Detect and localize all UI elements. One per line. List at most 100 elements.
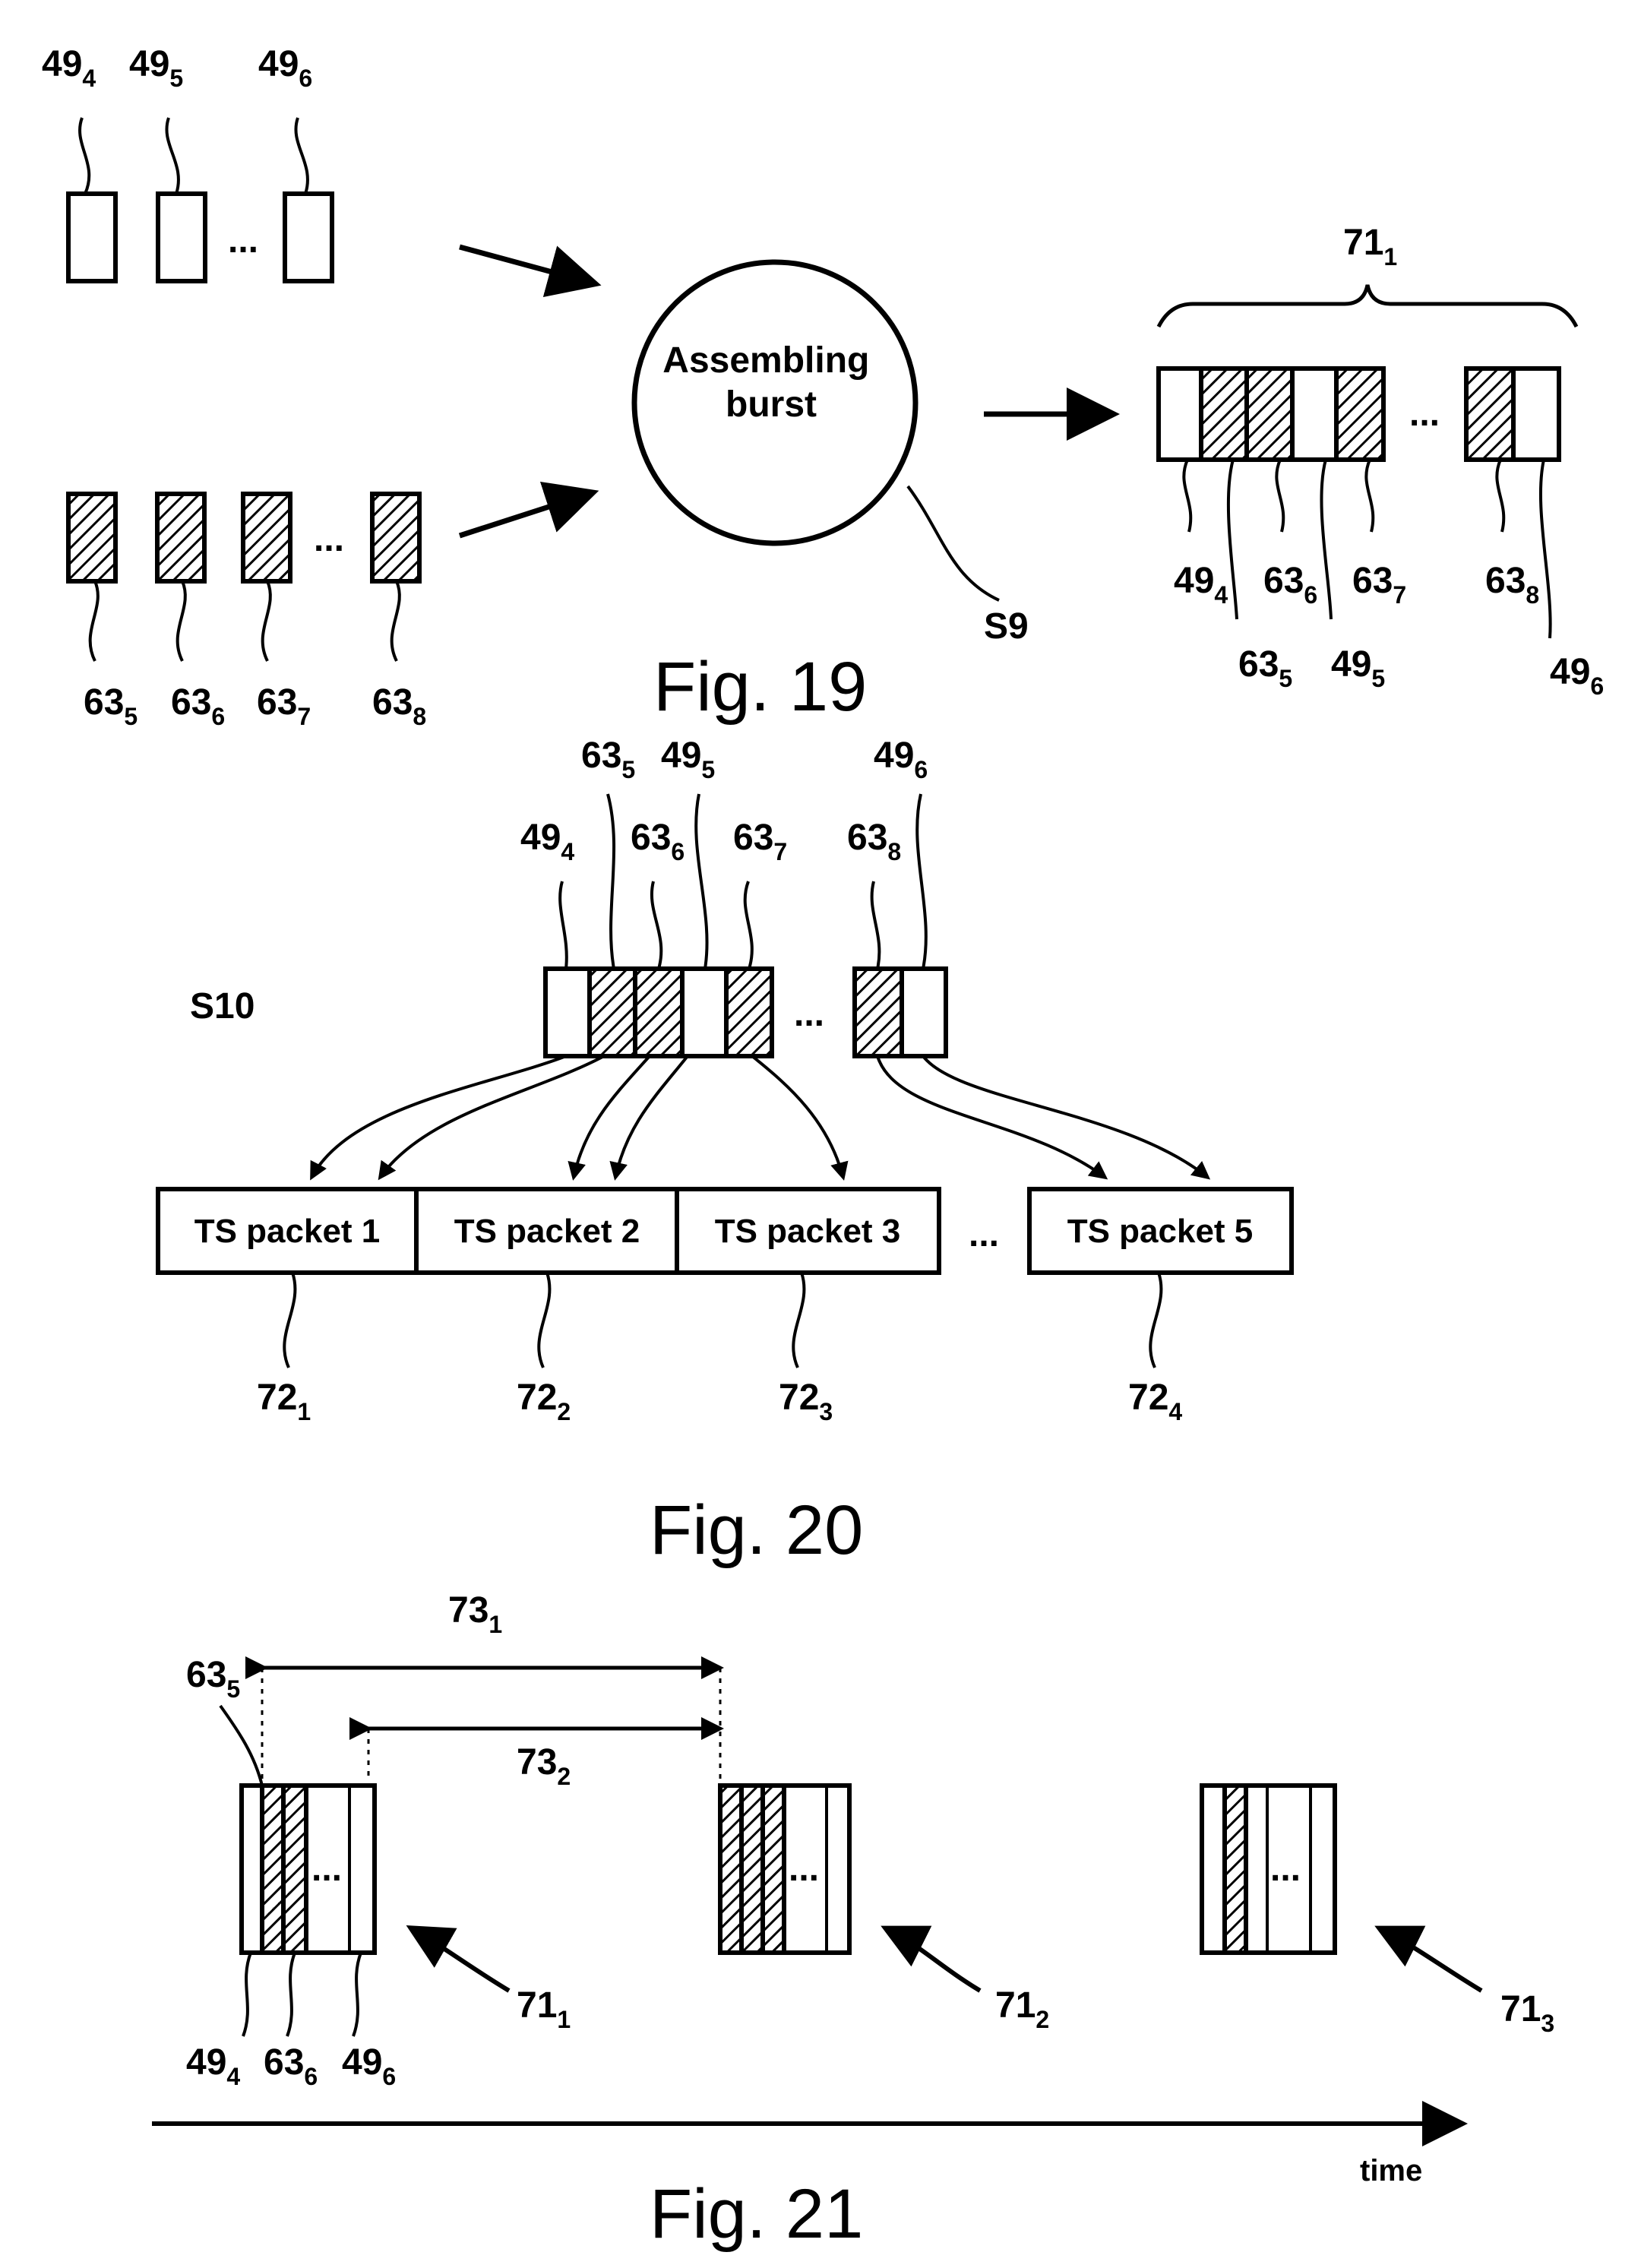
figure-19: ... 494 495 496 ... 635 636 637 638 — [42, 44, 1604, 730]
slot-63-7 — [724, 966, 774, 1058]
leader-line — [1495, 459, 1506, 533]
assembling-burst-circle — [631, 259, 919, 546]
ref-63-6: 636 — [264, 2042, 318, 2090]
leader-line — [88, 580, 100, 662]
slot-63-6 — [633, 966, 685, 1058]
burst-slot-63-6 — [1244, 366, 1295, 462]
slot-hatched — [1222, 1783, 1248, 1955]
ref-63-7: 637 — [733, 818, 787, 865]
ellipsis: ... — [794, 994, 824, 1034]
leader-line — [1364, 459, 1375, 533]
pointer-arrow-71-2 — [881, 1925, 982, 1993]
ellipsis: ... — [1270, 1849, 1301, 1889]
ref-72-1: 721 — [257, 1378, 311, 1425]
slot-63-8 — [852, 966, 904, 1058]
leader-line — [294, 117, 309, 195]
figure-19-caption: Fig. 19 — [653, 648, 867, 726]
leader-line — [78, 117, 91, 195]
slot-49-4 — [543, 966, 592, 1058]
ref-s9: S9 — [984, 606, 1029, 647]
ellipsis: ... — [228, 220, 258, 261]
leader-line — [537, 1272, 552, 1368]
packet-63-5-box — [66, 492, 118, 584]
pointer-arrow-71-1 — [406, 1925, 511, 1993]
ref-49-4: 494 — [1174, 561, 1228, 609]
slot-hatched — [739, 1783, 765, 1955]
leader-line — [906, 485, 1000, 602]
pointer-arrow-71-3 — [1374, 1925, 1483, 1993]
burst-slot-63-8 — [1464, 366, 1516, 462]
ref-63-6: 636 — [631, 818, 685, 865]
packet-49-6-box — [283, 191, 334, 283]
slot-49-6 — [900, 966, 948, 1058]
leader-line — [283, 1272, 297, 1368]
burst-71-2: ... — [718, 1783, 852, 1955]
time-axis-label: time — [1360, 2154, 1422, 2187]
leader-line — [242, 1952, 252, 2037]
ref-49-4: 494 — [520, 818, 574, 865]
slot-hatched — [281, 1783, 308, 1955]
figure-20-caption: Fig. 20 — [650, 1491, 863, 1569]
ref-71-2: 712 — [995, 1985, 1049, 2033]
burst-slot-49-5 — [1290, 366, 1339, 462]
leader-line — [1275, 459, 1285, 533]
ref-63-6: 636 — [1263, 561, 1317, 609]
slot-hatched — [260, 1783, 286, 1955]
ref-63-5: 635 — [84, 682, 138, 730]
leader-line — [352, 1952, 362, 2037]
mapping-arrow — [876, 1055, 1108, 1180]
leader-line — [650, 881, 663, 970]
ref-49-6: 496 — [874, 735, 928, 783]
burst-slot-49-4 — [1156, 366, 1203, 462]
ref-49-5: 495 — [129, 44, 183, 92]
leader-line — [870, 881, 881, 970]
ts-packet-1-label: TS packet 1 — [194, 1213, 381, 1250]
ts-packet-5-label: TS packet 5 — [1067, 1213, 1254, 1250]
arrow-to-assembler — [459, 244, 602, 298]
ellipsis: ... — [789, 1849, 819, 1889]
mapping-arrow — [378, 1055, 605, 1181]
burst-slot-49-6 — [1511, 366, 1561, 462]
leader-line — [286, 1952, 296, 2037]
burst-71-1: ... — [239, 1783, 377, 1955]
ref-72-4: 724 — [1128, 1378, 1182, 1425]
ellipsis: ... — [1409, 394, 1440, 434]
ellipsis: ... — [314, 519, 344, 559]
packet-49-4-box — [66, 191, 118, 283]
leader-line — [694, 793, 709, 970]
assembling-burst-label: Assembling burst — [662, 340, 879, 425]
figure-20: S10 635 495 496 494 636 637 638 ... — [156, 735, 1294, 1569]
packet-63-6-box — [155, 492, 207, 584]
figure-21-caption: Fig. 21 — [650, 2175, 863, 2253]
ref-72-2: 722 — [517, 1378, 571, 1425]
leader-line — [175, 580, 187, 662]
packet-63-7-box — [241, 492, 292, 584]
leader-line — [558, 881, 568, 970]
ref-71-1: 711 — [517, 1985, 571, 2033]
leader-line — [165, 117, 180, 195]
ts-packet-1 — [156, 1187, 419, 1275]
ref-63-6: 636 — [171, 682, 225, 730]
ref-72-3: 723 — [779, 1378, 833, 1425]
leader-line — [1320, 459, 1333, 620]
ref-49-4: 494 — [42, 44, 96, 92]
burst-brace — [1156, 284, 1579, 328]
ts-packet-2 — [414, 1187, 679, 1275]
leader-line — [1182, 459, 1193, 533]
burst-71-3: ... — [1200, 1783, 1337, 1955]
ref-63-7: 637 — [257, 682, 311, 730]
mapping-arrow — [751, 1055, 849, 1181]
assembled-burst-71-1: ... 494 636 637 638 635 495 496 — [1156, 366, 1604, 700]
ref-73-1: 731 — [448, 1590, 502, 1638]
arrow-to-assembler — [458, 481, 599, 539]
ref-73-2: 732 — [517, 1742, 571, 1790]
ts-packets: TS packet 1 TS packet 2 TS packet 3 TS p… — [156, 1187, 1294, 1275]
mapping-arrow — [609, 1055, 689, 1181]
ref-63-7: 637 — [1352, 561, 1406, 609]
ts-packet-5 — [1027, 1187, 1294, 1275]
figure-21: 731 732 635 ... 494 636 496 ... — [152, 1590, 1554, 2253]
ref-63-5: 635 — [186, 1655, 240, 1703]
ref-49-6: 496 — [1550, 652, 1604, 700]
ts-packet-2-label: TS packet 2 — [454, 1213, 640, 1250]
